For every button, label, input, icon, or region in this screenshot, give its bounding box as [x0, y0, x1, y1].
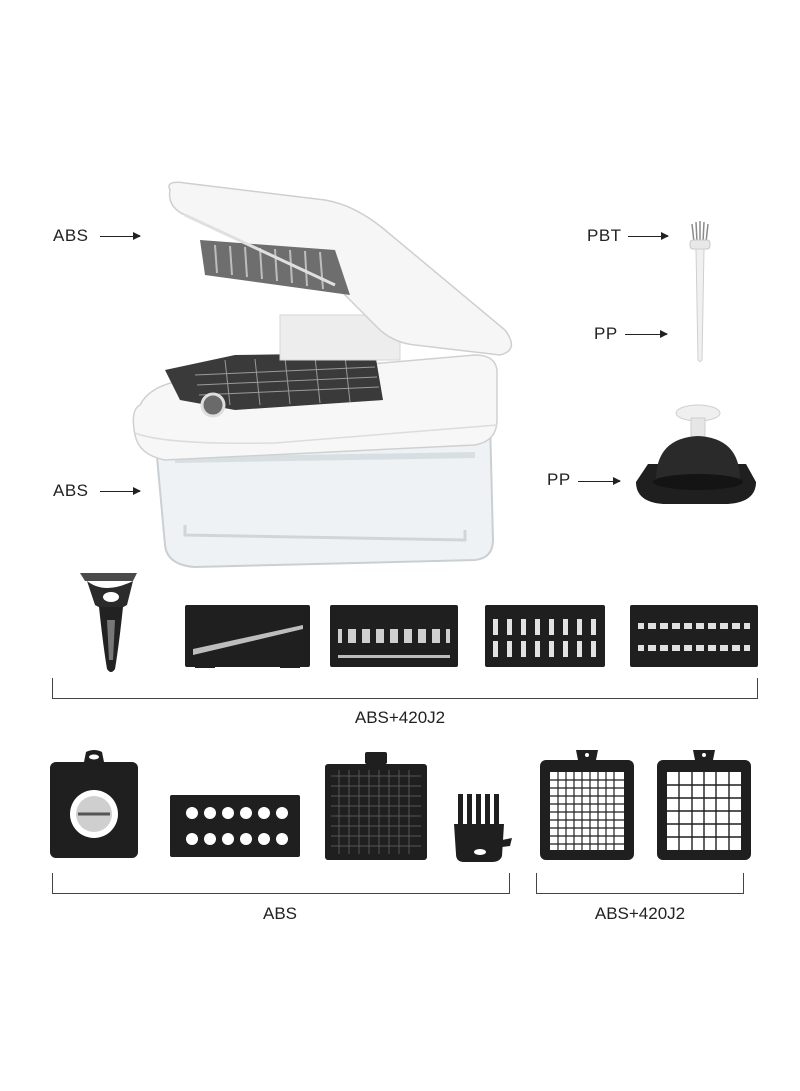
julienne-blade-coarse-image [630, 605, 758, 667]
grater-plate-image [170, 795, 300, 857]
grids-bracket [536, 873, 744, 894]
cleaning-rake-image [454, 794, 512, 862]
container-arrow-icon [100, 487, 141, 495]
peeler-image [80, 573, 137, 672]
spiralizer-plate-image [50, 750, 138, 858]
brush-head-arrow-icon [628, 232, 669, 240]
cleaning-tool-plate-image [325, 752, 427, 860]
cleaning-brush-image [689, 221, 711, 362]
pusher-material-label: PP [547, 470, 571, 489]
blades-row-bracket [52, 678, 758, 699]
accessories-caption: ABS [262, 904, 298, 923]
blades-row-caption: ABS+420J2 [354, 708, 446, 727]
food-pusher-image [636, 404, 756, 504]
container-material-label: ABS [53, 481, 89, 500]
dicing-grid-large-image [657, 750, 751, 860]
pusher-arrow-icon [578, 477, 621, 485]
brush-handle-arrow-icon [625, 330, 668, 338]
brush-head-material-label: PBT [587, 226, 622, 245]
julienne-blade-fine-image [330, 605, 458, 667]
julienne-blade-medium-image [485, 605, 605, 667]
accessories-bracket [52, 873, 510, 894]
slicer-blade-image [185, 605, 310, 668]
grids-caption: ABS+420J2 [594, 904, 686, 923]
brush-handle-material-label: PP [594, 324, 618, 343]
dicing-grid-small-image [540, 750, 634, 860]
lid-arrow-icon [100, 232, 141, 240]
lid-material-label: ABS [53, 226, 89, 245]
vegetable-chopper-image [132, 181, 513, 569]
